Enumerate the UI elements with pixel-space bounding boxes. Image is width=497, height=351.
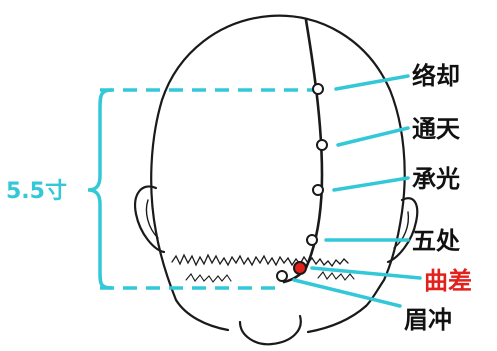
acupoint-marker	[313, 185, 323, 195]
acupoint-marker	[317, 140, 327, 150]
hairline-sketch	[172, 255, 348, 266]
acupoint-label: 承光	[412, 165, 460, 193]
measurement-brace	[88, 90, 112, 288]
neck-right	[308, 306, 366, 332]
neck-left	[176, 300, 228, 330]
leader-line	[312, 268, 420, 278]
hairline-sketch-3	[318, 272, 354, 280]
acupoint-marker	[277, 271, 287, 281]
nose-outline	[240, 316, 301, 344]
acupoint-label: 眉冲	[404, 306, 452, 334]
acupoint-label: 五处	[412, 227, 460, 255]
head-illustration	[135, 16, 417, 345]
acupoint-marker	[294, 262, 306, 274]
acupoint-label: 曲差	[424, 267, 472, 295]
left-ear-outline	[135, 186, 164, 252]
leader-line	[338, 128, 408, 145]
leader-line	[294, 280, 400, 306]
measurement-bracket	[88, 90, 318, 288]
acupoint-marker	[313, 84, 323, 94]
acupoint-label: 通天	[412, 115, 460, 143]
leader-line	[334, 178, 408, 190]
hairline-sketch-2	[186, 274, 231, 282]
acupoint-label: 络却	[412, 62, 460, 90]
leader-line	[336, 76, 408, 89]
measurement-label: 5.5寸	[6, 179, 67, 204]
acupoint-marker	[307, 235, 317, 245]
